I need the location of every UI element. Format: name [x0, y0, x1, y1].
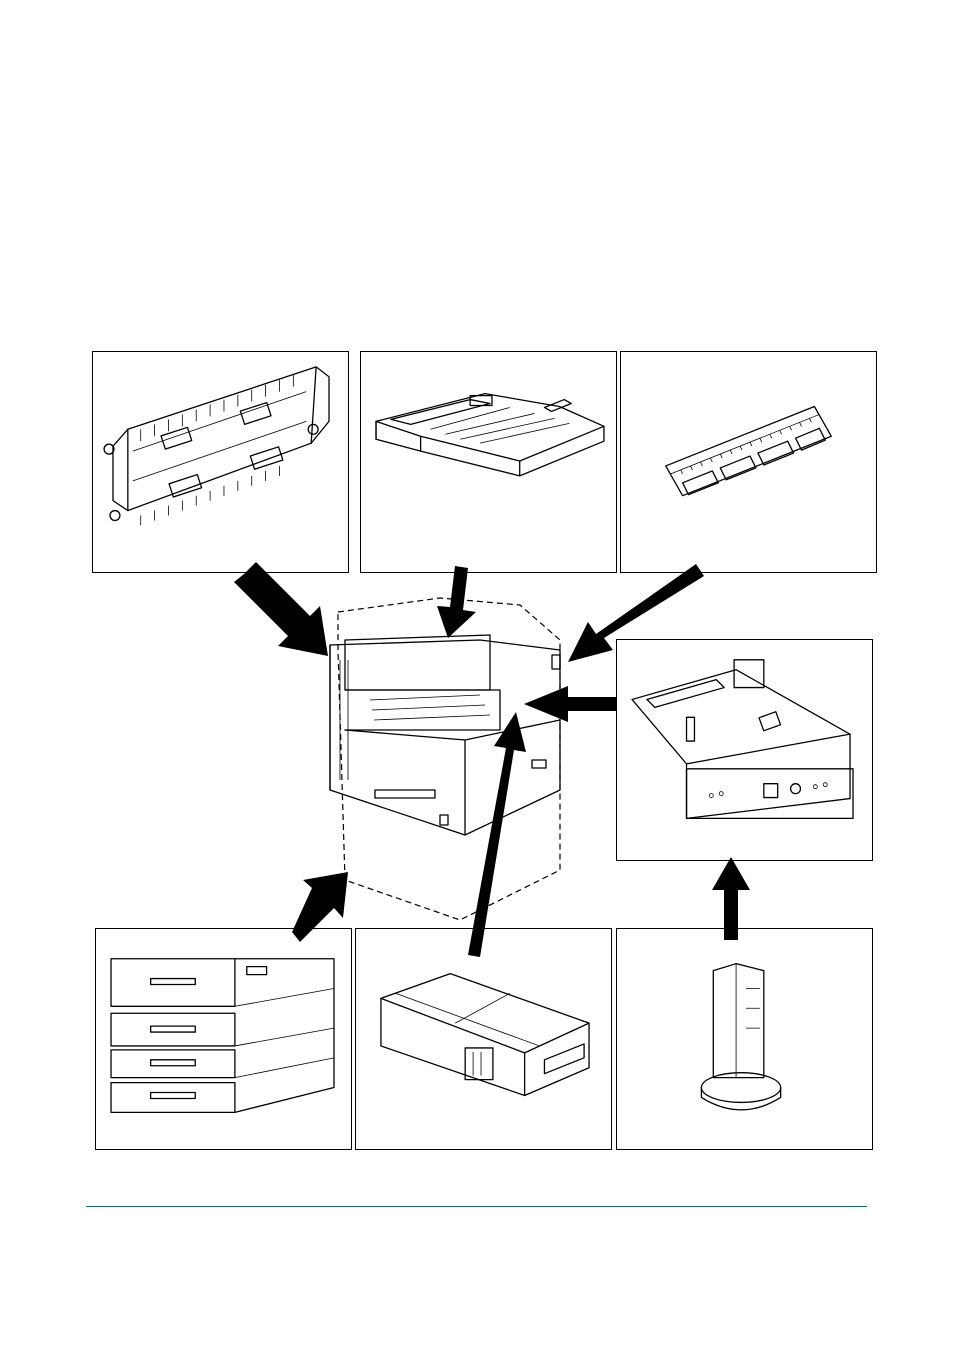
document-processor-icon — [375, 392, 605, 477]
paper-feeder-stack-icon — [110, 958, 335, 1113]
arrow-network-card — [524, 686, 616, 722]
arrow-paper-feeder — [292, 872, 348, 942]
fax-kit-icon — [380, 972, 590, 1097]
memory-module-icon — [665, 405, 832, 497]
memory-module-frame — [620, 351, 877, 573]
copier-with-optional-units-icon — [329, 597, 561, 921]
arrow-fax-kit — [468, 712, 526, 957]
footer-rule — [86, 1206, 867, 1207]
duplex-unit-icon — [103, 366, 330, 526]
arrow-document-processor — [437, 566, 476, 638]
duplex-unit-frame — [92, 351, 349, 573]
arrow-key-counter — [712, 857, 750, 940]
paper-feeder-frame — [95, 928, 352, 1150]
key-counter-icon — [700, 963, 782, 1111]
arrow-duplex-unit — [234, 562, 328, 656]
document-processor-frame — [360, 351, 617, 573]
network-interface-card-icon — [631, 659, 854, 820]
network-card-frame — [616, 639, 873, 861]
key-counter-frame — [616, 928, 873, 1150]
arrow-memory-module — [568, 564, 704, 662]
